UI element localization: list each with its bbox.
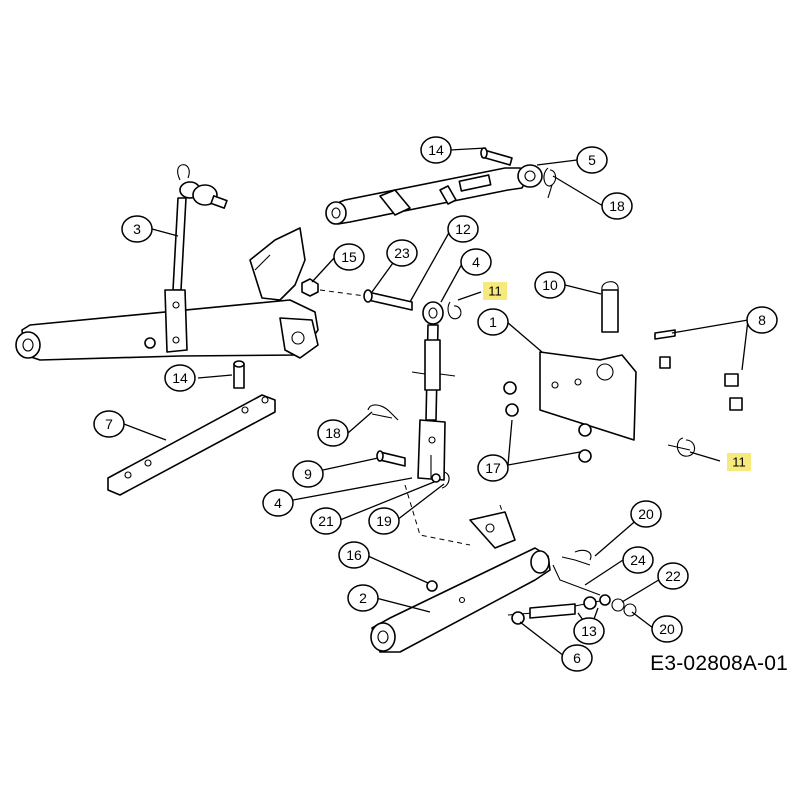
- callout-21: 21: [310, 507, 342, 535]
- center-link-assembly: [301, 278, 506, 546]
- callout-10: 10: [534, 271, 566, 299]
- callout-number: 13: [581, 623, 597, 639]
- callout-16: 16: [338, 541, 370, 569]
- callout-number: 11: [488, 284, 502, 299]
- callout-19: 19: [368, 507, 400, 535]
- callout-number: 3: [133, 221, 141, 237]
- callout-number: 15: [341, 249, 357, 265]
- callout-7: 7: [93, 410, 125, 438]
- callout-number: 2: [359, 590, 367, 606]
- left-lift-arm-assembly: [15, 164, 319, 496]
- callout-number: 18: [325, 425, 341, 441]
- callout-number: 18: [609, 198, 625, 214]
- callout-number: 20: [659, 621, 675, 637]
- callout-number: 4: [274, 495, 282, 511]
- callout-8: 8: [746, 306, 778, 334]
- callout-4-top: 4: [460, 248, 492, 276]
- callout-11-highlighted-right: 11: [727, 453, 751, 471]
- callout-14-top: 14: [420, 136, 452, 164]
- callout-number: 9: [304, 466, 312, 482]
- diagram-reference-code: E3-02808A-01: [650, 652, 788, 675]
- callout-number: 6: [573, 650, 581, 666]
- mounting-plate-assembly: [503, 281, 743, 463]
- callout-18-center: 18: [317, 419, 349, 447]
- callout-number: 8: [758, 312, 766, 328]
- callout-17: 17: [477, 454, 509, 482]
- callout-24: 24: [622, 546, 654, 574]
- callout-18-top: 18: [601, 192, 633, 220]
- callout-number: 12: [455, 221, 471, 237]
- callout-number: 7: [105, 416, 113, 432]
- lower-link-assembly: [370, 511, 637, 653]
- callout-2: 2: [347, 584, 379, 612]
- callout-20-top: 20: [630, 500, 662, 528]
- callout-9: 9: [292, 460, 324, 488]
- callout-12: 12: [447, 215, 479, 243]
- callout-number: 11: [732, 455, 746, 470]
- callout-number: 17: [485, 460, 501, 476]
- callout-1: 1: [477, 308, 509, 336]
- callout-23: 23: [386, 239, 418, 267]
- top-link-assembly: [325, 147, 557, 225]
- callout-15: 15: [333, 243, 365, 271]
- callout-13: 13: [573, 617, 605, 645]
- callout-number: 10: [542, 277, 558, 293]
- callout-number: 14: [428, 142, 444, 158]
- callout-number: 1: [489, 314, 497, 330]
- callout-5: 5: [576, 146, 608, 174]
- callout-number: 22: [665, 568, 681, 584]
- callout-4-bottom: 4: [262, 489, 294, 517]
- callout-14-left: 14: [164, 364, 196, 392]
- callout-number: 19: [376, 513, 392, 529]
- callout-20-bottom: 20: [651, 615, 683, 643]
- callout-number: 4: [472, 254, 480, 270]
- callout-number: 24: [630, 552, 646, 568]
- callout-number: 20: [638, 506, 654, 522]
- callout-22: 22: [657, 562, 689, 590]
- callout-number: 5: [588, 152, 596, 168]
- leader-lines: [123, 147, 749, 657]
- callout-3: 3: [121, 215, 153, 243]
- callout-11-highlighted-top: 11: [483, 282, 507, 300]
- callout-6: 6: [561, 644, 593, 672]
- callout-number: 16: [346, 547, 362, 563]
- callout-number: 14: [172, 370, 188, 386]
- callout-number: 21: [318, 513, 334, 529]
- callout-number: 23: [394, 245, 410, 261]
